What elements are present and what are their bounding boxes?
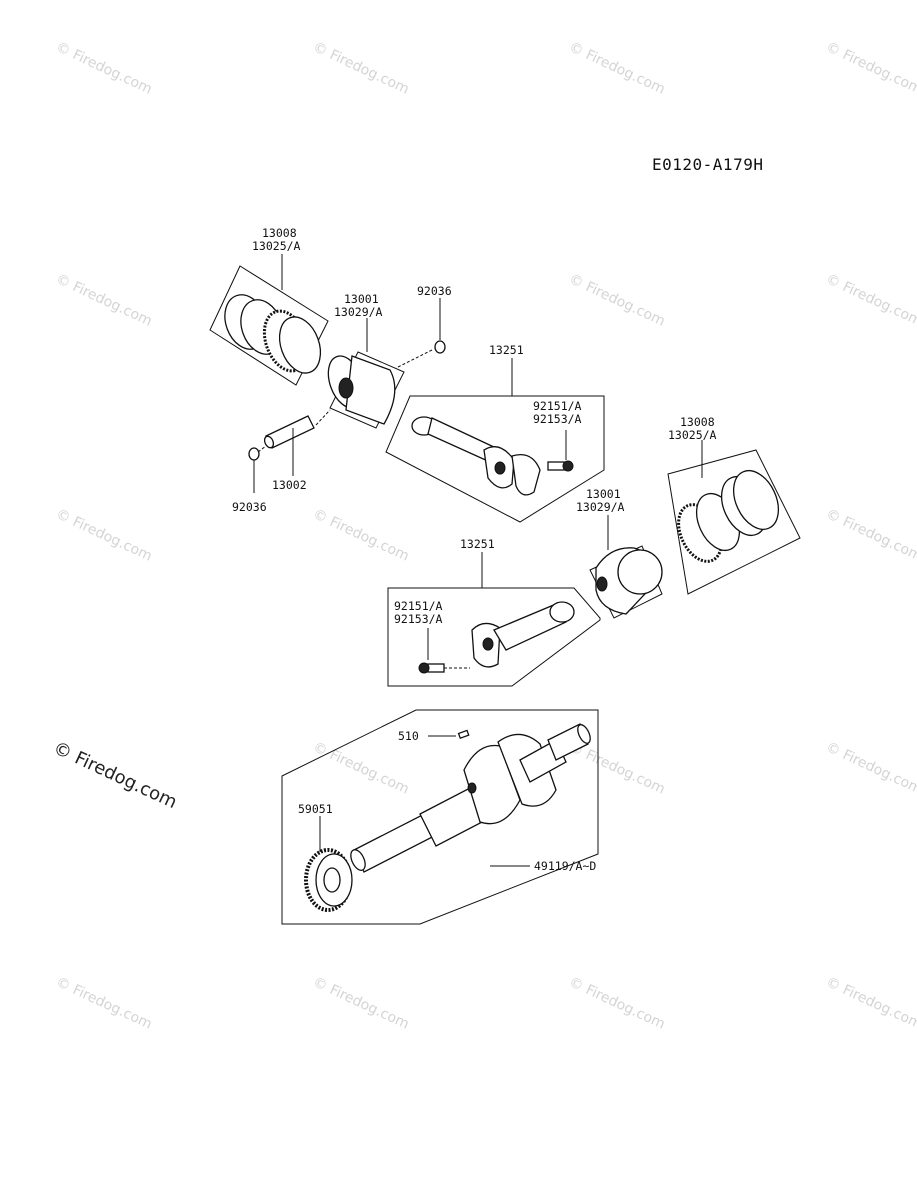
watermark: © Firedog.com [53,39,154,98]
watermark: © Firedog.com [310,739,411,798]
label-bolts-bottom-92153a: 92153/A [394,612,443,626]
gear-59051 [304,848,353,912]
label-piston-pin: 13002 [272,478,307,492]
watermark-prominent: © Firedog.com [50,737,180,813]
label-gear: 59051 [298,802,333,816]
label-bolts-bottom-92151a: 92151/A [394,599,443,613]
label-circlip-top: 92036 [417,284,452,298]
label-crankshaft: 49119/A~D [534,859,596,873]
watermark: © Firedog.com [823,271,917,330]
label-conrod-top: 13251 [489,343,524,357]
watermark: © Firedog.com [53,974,154,1033]
piston-pin [263,409,331,449]
connecting-rod-bottom [387,587,601,687]
watermark: © Firedog.com [53,271,154,330]
watermark: © Firedog.com [823,506,917,565]
crankshaft [281,709,599,925]
piston-top [327,351,405,429]
watermark: © Firedog.com [566,271,667,330]
watermark: © Firedog.com [566,39,667,98]
piston-rings-top-left [209,265,329,386]
piston-right [589,545,663,619]
watermark-group: © Firedog.com © Firedog.com © Firedog.co… [50,39,917,1033]
label-rings-top-13025a: 13025/A [252,239,301,253]
key-510 [457,729,470,740]
label-piston-top-13001: 13001 [344,292,379,306]
label-piston-top-13029a: 13029/A [334,305,383,319]
connecting-rod-top [385,395,605,523]
watermark: © Firedog.com [310,506,411,565]
watermark: © Firedog.com [310,39,411,98]
circlip-bottom [248,445,267,461]
watermark: © Firedog.com [53,506,154,565]
label-circlip-bottom: 92036 [232,500,267,514]
watermark: © Firedog.com [566,974,667,1033]
watermark: © Firedog.com [823,39,917,98]
watermark: © Firedog.com [310,974,411,1033]
label-bolts-top-92151a: 92151/A [533,399,582,413]
piston-rings-right [667,449,801,595]
label-bolts-top-92153a: 92153/A [533,412,582,426]
label-piston-right-13029a: 13029/A [576,500,625,514]
watermark: © Firedog.com [823,739,917,798]
label-rings-top-13008: 13008 [262,226,297,240]
label-rings-right-13025a: 13025/A [668,428,717,442]
label-key: 510 [398,729,419,743]
label-piston-right-13001: 13001 [586,487,621,501]
watermark: © Firedog.com [823,974,917,1033]
label-rings-right-13008: 13008 [680,415,715,429]
circlip-top [434,340,446,354]
diagram-code: E0120-A179H [652,155,763,174]
label-conrod-bottom: 13251 [460,537,495,551]
